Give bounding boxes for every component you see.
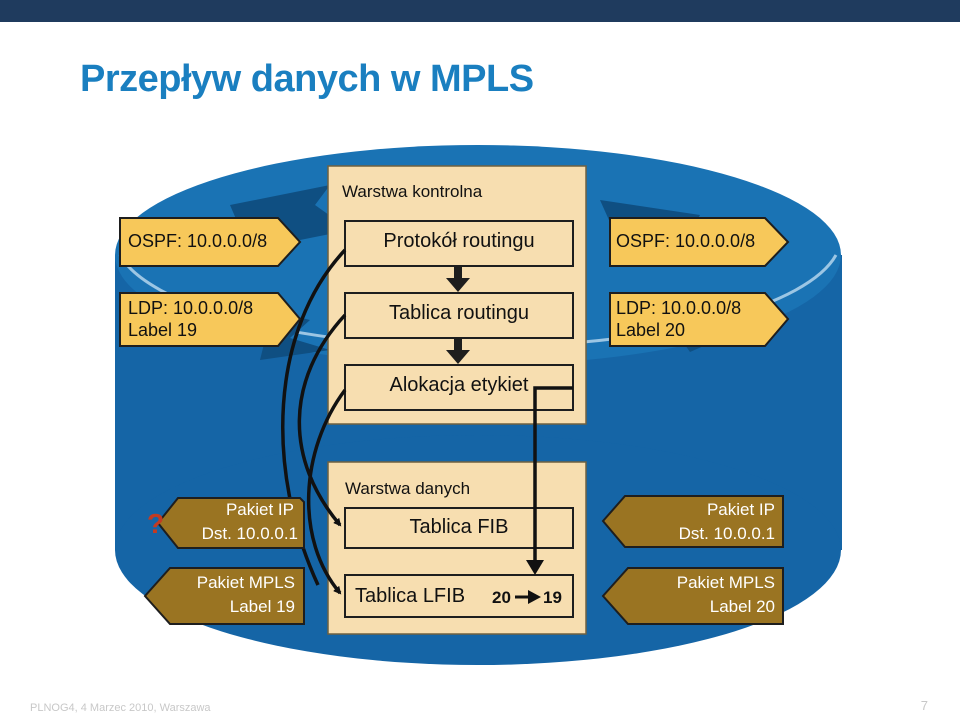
- right-ip-text-1: Pakiet IP: [706, 500, 775, 519]
- unknown-mark: ?: [147, 508, 165, 539]
- left-mpls-packet-tag: [143, 567, 305, 625]
- left-ospf-text: OSPF: 10.0.0.0/8: [128, 231, 268, 251]
- lfib-label: Tablica LFIB: [355, 585, 466, 607]
- top-bar: [0, 0, 960, 22]
- right-ldp-text-2: Label 20: [616, 320, 686, 340]
- left-ip-text-2: Dst. 10.0.0.1: [201, 524, 298, 543]
- right-mpls-text-2: Label 20: [709, 597, 775, 616]
- routing-table-label: Tablica routingu: [388, 302, 530, 324]
- right-ospf-tag: [609, 217, 790, 267]
- lfib-arrow-icon: [515, 590, 541, 604]
- right-ospf-text: OSPF: 10.0.0.0/8: [616, 231, 756, 251]
- left-mpls-text-1: Pakiet MPLS: [196, 573, 295, 592]
- right-ldp-text-1: LDP: 10.0.0.0/8: [616, 298, 742, 318]
- fib-label: Tablica FIB: [409, 516, 509, 538]
- data-plane-heading: Warstwa danych: [345, 479, 471, 498]
- right-ip-text-2: Dst. 10.0.0.1: [678, 524, 775, 543]
- page-number: 7: [920, 698, 928, 713]
- allocation-to-lfib-vertical-arrow: [526, 386, 573, 575]
- left-ospf-tag: [119, 217, 302, 267]
- left-ip-text-1: Pakiet IP: [225, 500, 294, 519]
- left-mpls-text-2: Label 19: [229, 597, 295, 616]
- page-title: Przepływ danych w MPLS: [80, 58, 534, 100]
- right-mpls-text-1: Pakiet MPLS: [676, 573, 775, 592]
- down-arrow-2: [446, 338, 470, 364]
- label-allocation-label: Alokacja etykiet: [389, 374, 529, 396]
- left-ldp-text-2: Label 19: [128, 320, 198, 340]
- allocation-to-lfib-arrow: [307, 388, 347, 595]
- right-ip-packet-tag: [601, 495, 784, 548]
- lfib-out-label: 19: [543, 588, 562, 607]
- routing-protocol-label: Protokół routingu: [383, 230, 535, 252]
- right-mpls-packet-tag: [601, 567, 784, 625]
- lfib-in-label: 20: [492, 588, 511, 607]
- down-arrow-1: [446, 266, 470, 292]
- footer-text: PLNOG4, 4 Marzec 2010, Warszawa: [30, 702, 211, 714]
- routing-protocol-box: [344, 220, 574, 267]
- control-plane-heading: Warstwa kontrolna: [342, 182, 483, 201]
- right-ldp-tag: [609, 292, 790, 347]
- routing-to-fib-arrow: [297, 313, 347, 527]
- left-ldp-tag: [119, 292, 302, 347]
- left-ldp-text-1: LDP: 10.0.0.0/8: [128, 298, 254, 318]
- left-ip-packet-tag: [156, 497, 305, 549]
